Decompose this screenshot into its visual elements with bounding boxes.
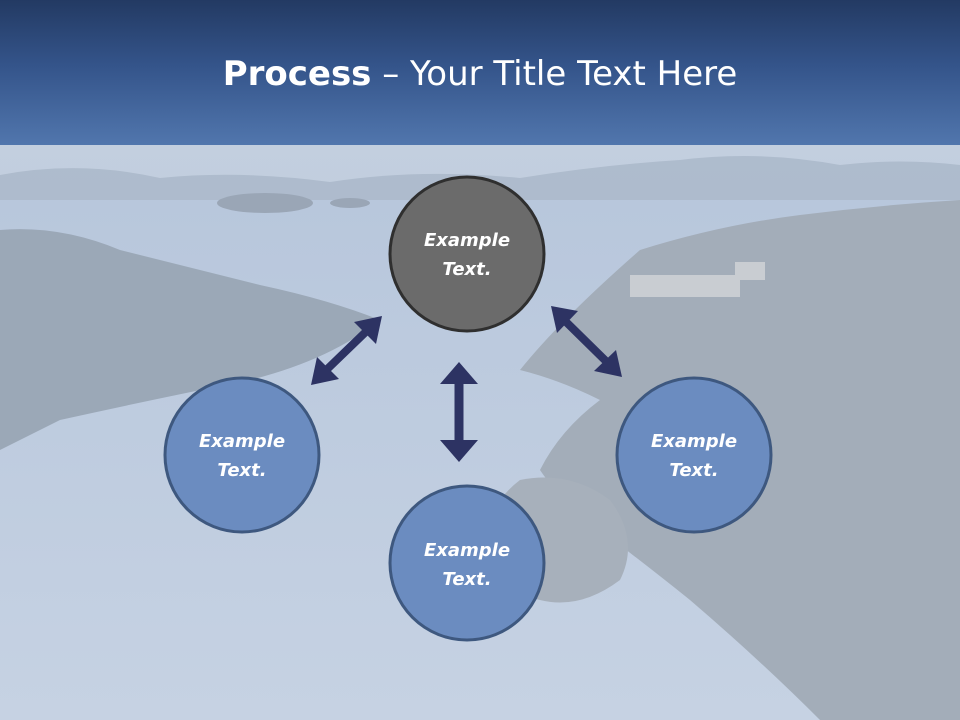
node-left-line1: Example xyxy=(199,431,285,452)
node-center-line1: Example xyxy=(424,230,510,251)
title-rest: – Your Title Text Here xyxy=(371,54,738,94)
title-bold: Process xyxy=(222,54,372,94)
arrow-center-bottom xyxy=(440,362,478,462)
node-right-line2: Text. xyxy=(669,460,718,481)
slide-title: Process – Your Title Text Here xyxy=(0,52,960,96)
node-center-line2: Text. xyxy=(442,259,491,280)
node-bottom-line2: Text. xyxy=(442,569,491,590)
node-center: Example Text. xyxy=(388,175,546,333)
arrow-center-left xyxy=(311,316,382,385)
node-bottom: Example Text. xyxy=(388,484,546,642)
node-left: Example Text. xyxy=(163,376,321,534)
node-right: Example Text. xyxy=(615,376,773,534)
node-bottom-line1: Example xyxy=(424,540,510,561)
node-left-line2: Text. xyxy=(217,460,266,481)
title-banner: Process – Your Title Text Here xyxy=(0,0,960,145)
arrow-center-right xyxy=(551,306,622,377)
node-right-line1: Example xyxy=(651,431,737,452)
